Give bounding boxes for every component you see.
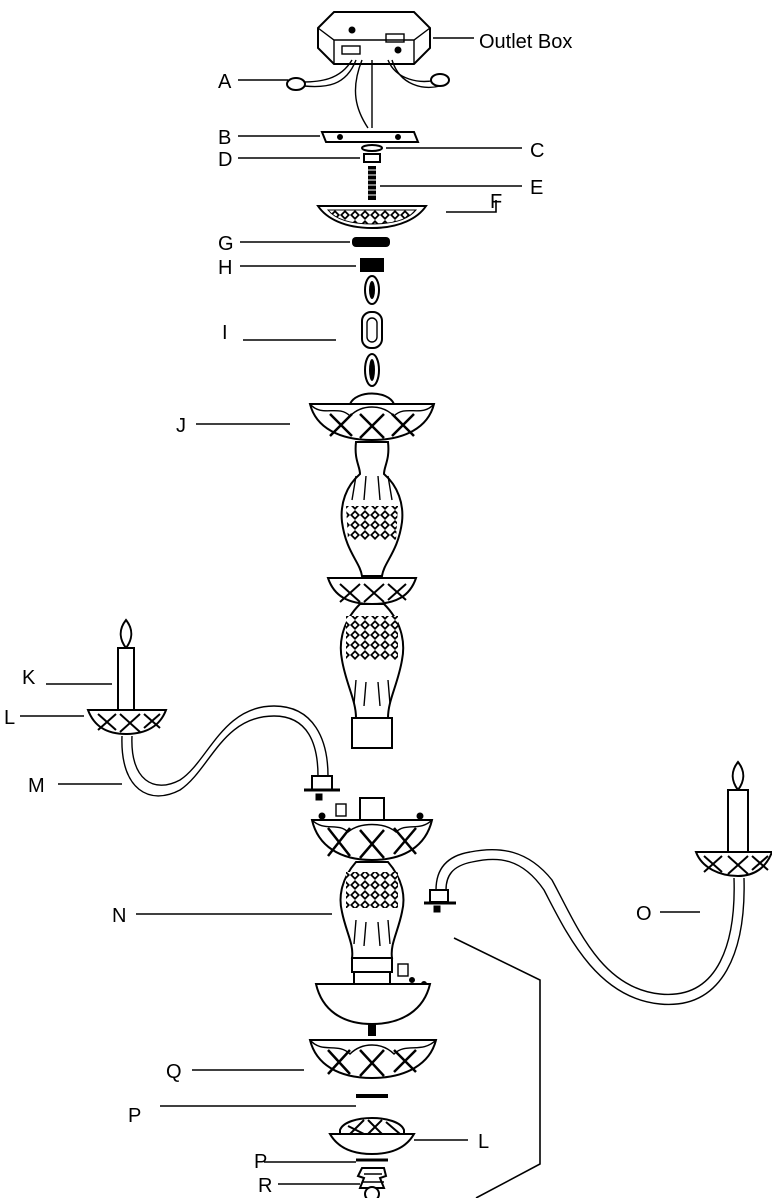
cap-nut-h	[360, 258, 384, 272]
label-a: A	[218, 71, 232, 93]
bottom-bowl	[314, 963, 432, 1036]
outlet-box	[317, 11, 431, 65]
label-q: Q	[166, 1061, 182, 1083]
finial-r	[356, 1167, 388, 1198]
wires	[301, 59, 441, 129]
crossbar-b	[320, 131, 420, 143]
chain-i	[361, 275, 383, 387]
left-bobeche-l	[86, 709, 168, 736]
bowl-q	[308, 1039, 438, 1080]
bracket-leader	[453, 937, 541, 1198]
label-r: R	[258, 1175, 272, 1197]
label-g: G	[218, 233, 234, 255]
left-arm-m	[121, 705, 340, 801]
label-e: E	[530, 177, 543, 199]
label-n: N	[112, 905, 126, 927]
left-candle-k	[117, 618, 135, 711]
label-l-arm: L	[4, 707, 15, 729]
label-k: K	[22, 667, 36, 689]
label-p-upper: P	[128, 1105, 141, 1127]
canopy-f	[316, 205, 428, 230]
bobeche-l-bottom	[328, 1117, 416, 1156]
nipple-e	[366, 166, 378, 200]
screw-c	[361, 144, 383, 152]
label-i: I	[222, 322, 228, 344]
label-b: B	[218, 127, 231, 149]
nut-d	[363, 153, 381, 163]
wire-connector-a	[286, 73, 450, 91]
label-d: D	[218, 149, 232, 171]
upper-column-j	[308, 392, 436, 749]
washer-g	[352, 237, 390, 247]
label-outlet-box: Outlet Box	[479, 31, 572, 53]
label-m: M	[28, 775, 45, 797]
right-arm-o	[424, 760, 772, 1006]
arm-hub-n	[310, 797, 434, 993]
label-h: H	[218, 257, 232, 279]
label-o: O	[636, 903, 652, 925]
label-l-bottom: L	[478, 1131, 489, 1153]
label-c: C	[530, 140, 544, 162]
label-f: F	[490, 191, 502, 213]
label-p-lower: P	[254, 1151, 267, 1173]
label-j: J	[176, 415, 186, 437]
